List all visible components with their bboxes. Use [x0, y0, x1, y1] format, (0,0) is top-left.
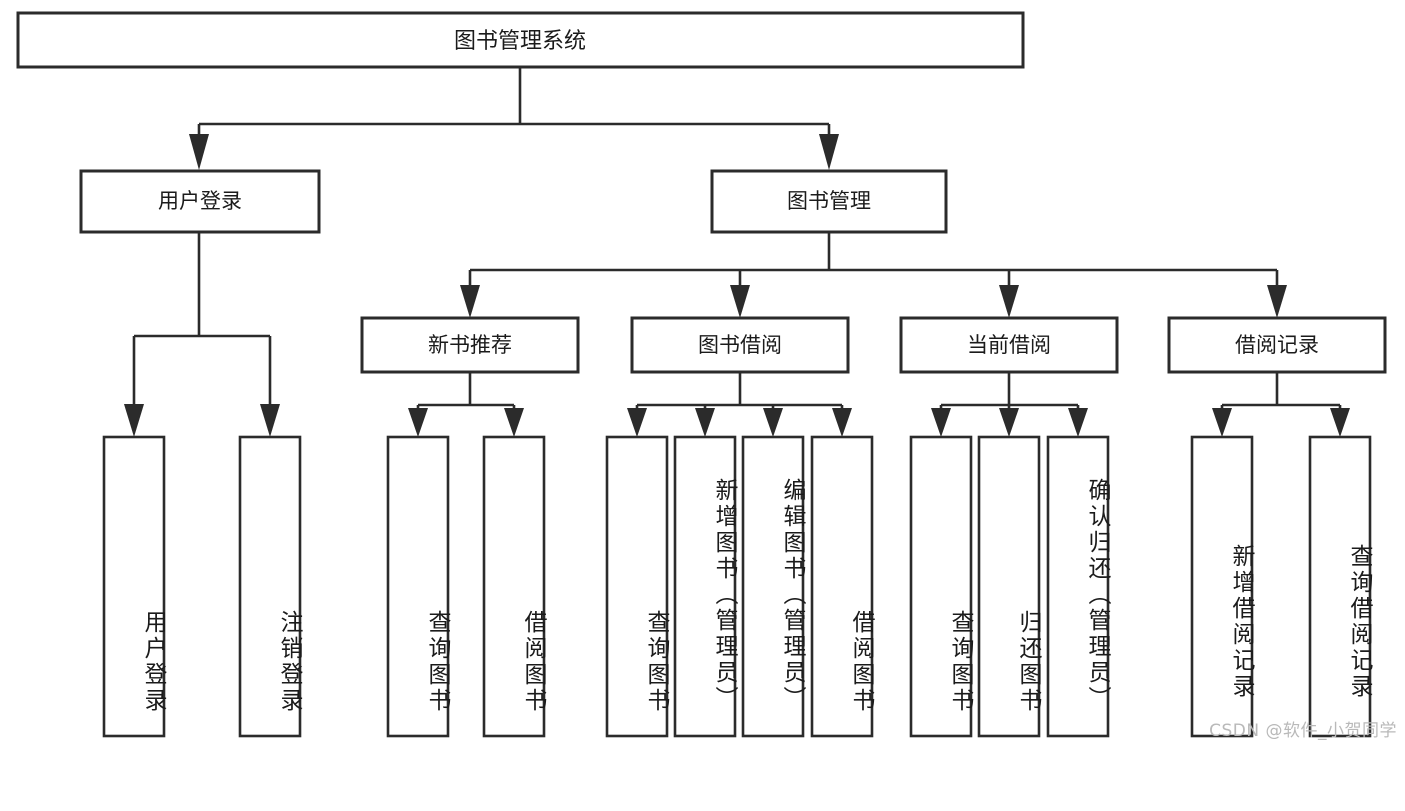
- arrowhead-leaf-bookborrow-1: [627, 408, 647, 437]
- leaf-boxes-layer: [102, 435, 1372, 738]
- arrowhead-leaf-currentborrow-1: [931, 408, 951, 437]
- node-borrow-record-label: 借阅记录: [1235, 333, 1319, 357]
- node-book-management-label: 图书管理: [787, 189, 871, 213]
- node-book-management-box[interactable]: [710, 169, 948, 234]
- node-current-borrow-label: 当前借阅: [967, 333, 1051, 357]
- leaf-box-borrowrecord-2[interactable]: [1308, 435, 1372, 738]
- arrowhead-leaf-newbook-2: [504, 408, 524, 437]
- node-user-login-label: 用户登录: [158, 189, 242, 213]
- node-user-login-box[interactable]: [79, 169, 321, 234]
- leaf-box-bookborrow-2[interactable]: [673, 435, 737, 738]
- arrowhead-leaf-bookborrow-3: [763, 408, 783, 437]
- arrowhead-leaf-user-login-2: [260, 404, 280, 437]
- leaf-box-user-login-2[interactable]: [238, 435, 302, 738]
- node-book-borrow-label: 图书借阅: [698, 333, 782, 357]
- node-book-borrow[interactable]: 图书借阅: [630, 316, 850, 374]
- leaf-box-user-login-1[interactable]: [102, 435, 166, 738]
- node-current-borrow-box[interactable]: [899, 316, 1119, 374]
- leaf-box-newbook-2[interactable]: [482, 435, 546, 738]
- connectors-layer: [124, 67, 1350, 437]
- node-borrow-record[interactable]: 借阅记录: [1167, 316, 1387, 374]
- leaf-box-borrowrecord-1[interactable]: [1190, 435, 1254, 738]
- node-root-box[interactable]: [16, 11, 1025, 69]
- node-user-login[interactable]: 用户登录: [79, 169, 321, 234]
- arrowhead-leaf-currentborrow-2: [999, 408, 1019, 437]
- arrowhead-leaf-newbook-1: [408, 408, 428, 437]
- leaf-box-bookborrow-1[interactable]: [605, 435, 669, 738]
- node-new-book-recommend[interactable]: 新书推荐: [360, 316, 580, 374]
- arrowhead-leaf-currentborrow-3: [1068, 408, 1088, 437]
- arrowhead-leaf-bookborrow-4: [832, 408, 852, 437]
- node-book-borrow-box[interactable]: [630, 316, 850, 374]
- leaf-box-bookborrow-4[interactable]: [810, 435, 874, 738]
- arrowhead-user-login: [189, 134, 209, 170]
- node-new-book-recommend-label: 新书推荐: [428, 333, 512, 357]
- leaf-box-currentborrow-2[interactable]: [977, 435, 1041, 738]
- node-root[interactable]: 图书管理系统: [16, 11, 1025, 69]
- arrowhead-leaf-user-login-1: [124, 404, 144, 437]
- flowchart-diagram: 图书管理系统 用户登录 图书管理 新书推荐 图书借阅 当前借阅 借阅记录: [16, 11, 1397, 741]
- leaf-box-newbook-1[interactable]: [386, 435, 450, 738]
- arrowhead-current-borrow: [999, 285, 1019, 318]
- node-borrow-record-box[interactable]: [1167, 316, 1387, 374]
- leaf-box-currentborrow-1[interactable]: [909, 435, 973, 738]
- leaf-box-currentborrow-3[interactable]: [1046, 435, 1110, 738]
- arrowhead-new-book: [460, 285, 480, 318]
- arrowhead-leaf-borrowrecord-1: [1212, 408, 1232, 437]
- arrowhead-leaf-bookborrow-2: [695, 408, 715, 437]
- arrowhead-borrow-record: [1267, 285, 1287, 318]
- csdn-watermark: CSDN @软件_小贺同学: [1209, 721, 1397, 741]
- node-current-borrow[interactable]: 当前借阅: [899, 316, 1119, 374]
- arrowhead-book-mgmt: [819, 134, 839, 170]
- node-root-label: 图书管理系统: [454, 29, 586, 54]
- flowchart-canvas: 图书管理系统 用户登录 图书管理 新书推荐 图书借阅 当前借阅 借阅记录: [16, 11, 1387, 738]
- node-new-book-recommend-box[interactable]: [360, 316, 580, 374]
- node-book-management[interactable]: 图书管理: [710, 169, 948, 234]
- arrowhead-leaf-borrowrecord-2: [1330, 408, 1350, 437]
- arrowhead-book-borrow: [730, 285, 750, 318]
- leaf-box-bookborrow-3[interactable]: [741, 435, 805, 738]
